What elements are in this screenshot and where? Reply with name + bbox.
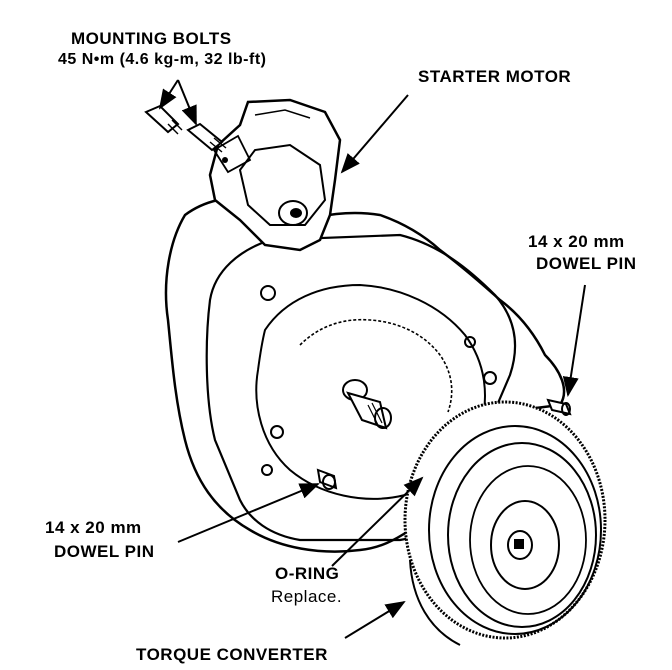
housing-boss-lower	[261, 464, 273, 476]
torque-converter	[403, 400, 607, 646]
housing-inner-contour	[299, 318, 453, 413]
leader-o-ring	[331, 476, 424, 567]
o-ring-label: O-RING	[275, 564, 340, 583]
torque-converter-label: TORQUE CONVERTER	[136, 645, 328, 664]
mounting-bolt-right	[186, 122, 227, 153]
leader-bolt-right	[177, 79, 197, 126]
leader-torque-converter	[344, 600, 406, 639]
dowel-pin-left-size: 14 x 20 mm	[45, 518, 142, 537]
mounting-bolt-left	[144, 104, 183, 135]
leader-dowel-pin-left	[177, 483, 320, 543]
housing-boss-top	[260, 285, 276, 301]
leader-dowel-pin-right	[562, 284, 586, 397]
o-ring-note: Replace.	[271, 587, 343, 606]
leader-starter-motor	[340, 94, 409, 174]
starter-motor-body	[208, 98, 342, 252]
mounting-bolts-torque: 45 N•m (4.6 kg-m, 32 lb-ft)	[58, 51, 267, 68]
dowel-pin-right	[546, 398, 572, 416]
housing-boss-upper-right	[464, 336, 476, 348]
dowel-pin-right-name: DOWEL PIN	[536, 254, 637, 273]
housing-boss-right	[483, 371, 497, 385]
starter-motor-label: STARTER MOTOR	[418, 67, 572, 86]
leader-bolt-left	[158, 79, 179, 110]
dowel-pin-left	[316, 468, 338, 490]
dowel-pin-left-name: DOWEL PIN	[54, 542, 155, 561]
input-shaft	[342, 379, 392, 430]
housing-boss-left	[270, 425, 284, 439]
dowel-pin-right-size: 14 x 20 mm	[528, 232, 625, 251]
mounting-bolts-title: MOUNTING BOLTS	[71, 29, 232, 48]
